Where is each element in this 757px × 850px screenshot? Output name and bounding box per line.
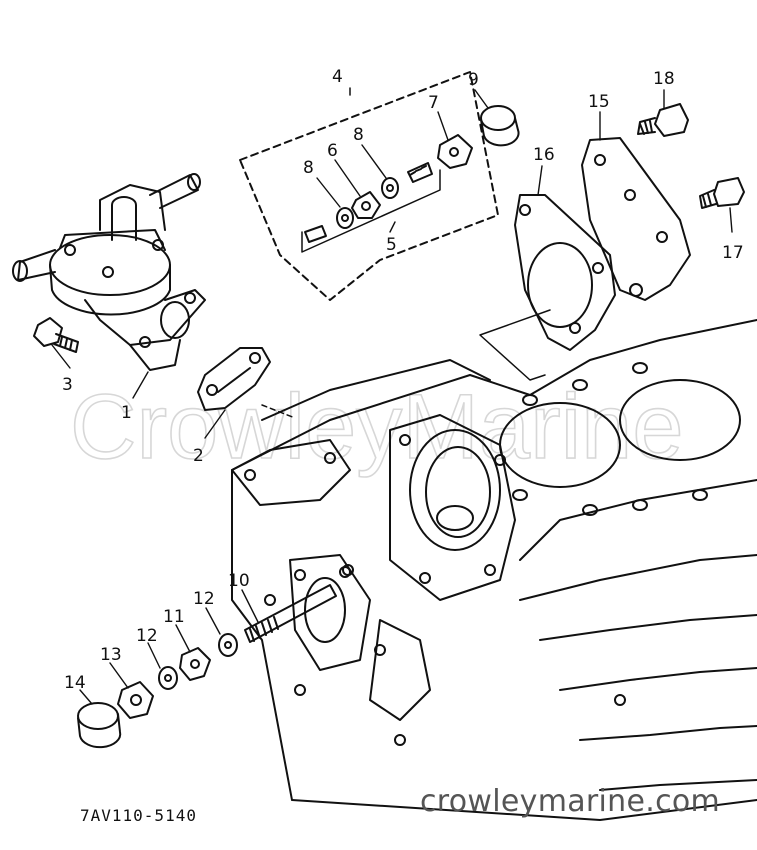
nut-6 xyxy=(351,191,381,219)
gasket-2 xyxy=(197,347,271,411)
stud-5 xyxy=(304,162,433,243)
callout-18: 18 xyxy=(653,69,675,89)
callout-8b: 8 xyxy=(353,125,364,145)
callout-9: 9 xyxy=(468,70,479,90)
watermark: CrowleyMarine xyxy=(70,376,684,478)
cap-14 xyxy=(77,702,122,749)
diagram-code: 7AV110-5140 xyxy=(80,806,197,825)
gasket-16 xyxy=(514,194,616,351)
callout-11: 11 xyxy=(163,607,185,627)
callout-14: 14 xyxy=(64,673,86,693)
nut-7 xyxy=(437,134,473,169)
leader-16 xyxy=(479,309,551,381)
stud-10 xyxy=(244,584,337,643)
mount-hole xyxy=(339,566,351,578)
callout-12a: 12 xyxy=(193,589,215,609)
engine-block xyxy=(231,319,757,821)
nut-11 xyxy=(179,647,211,681)
callout-2: 2 xyxy=(193,446,204,466)
callout-8a: 8 xyxy=(303,158,314,178)
bolt-3 xyxy=(33,317,79,353)
washer-8b xyxy=(381,177,399,199)
callout-12b: 12 xyxy=(136,626,158,646)
callout-1: 1 xyxy=(121,403,132,423)
leader-lines xyxy=(51,89,733,705)
callout-5: 5 xyxy=(386,235,397,255)
callout-13: 13 xyxy=(100,645,122,665)
callout-7: 7 xyxy=(428,93,439,113)
alignment-line xyxy=(261,404,296,419)
washer-12b xyxy=(158,666,178,690)
callout-10: 10 xyxy=(228,571,250,591)
kit-boundary-5 xyxy=(301,169,441,253)
kit-boundary-4 xyxy=(239,71,499,301)
callout-4: 4 xyxy=(332,67,343,87)
bolt-17 xyxy=(699,177,745,209)
cap-9 xyxy=(480,105,520,147)
callout-3: 3 xyxy=(62,375,73,395)
cover-plate-15 xyxy=(581,137,691,301)
bolt-18 xyxy=(637,103,689,137)
callout-6: 6 xyxy=(327,141,338,161)
callout-17: 17 xyxy=(722,243,744,263)
washer-12a xyxy=(218,633,238,657)
nut-13 xyxy=(117,681,154,719)
site-url: crowleymarine.com xyxy=(420,784,721,819)
callout-16: 16 xyxy=(533,145,555,165)
callout-numbers: 1 2 3 4 5 6 7 8 8 9 10 11 12 12 13 14 15… xyxy=(62,67,744,693)
callout-15: 15 xyxy=(588,92,610,112)
fuel-pump-1 xyxy=(12,173,206,371)
washer-8a xyxy=(336,207,354,229)
